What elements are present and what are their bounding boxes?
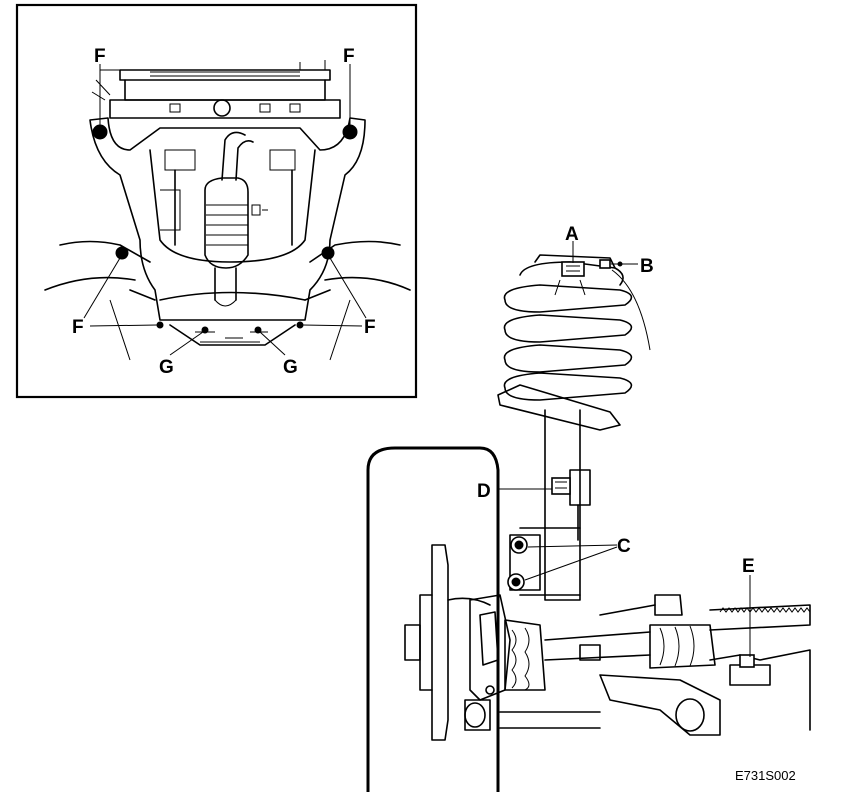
strut-top-mount	[534, 254, 651, 351]
coil-spring	[503, 261, 633, 401]
subframe-inset: F F F F G G	[15, 3, 418, 399]
tire-outline	[366, 446, 500, 792]
bolt-f-mid-right	[321, 246, 335, 260]
callout-e: E	[742, 556, 755, 577]
main-leader-lines	[497, 241, 751, 657]
bolt-f-lower-right	[296, 321, 304, 329]
top-mount-nut-a	[561, 261, 585, 277]
callout-f-upper-right: F	[343, 46, 355, 67]
brake-disc-hub	[404, 544, 491, 741]
steering-rack	[599, 594, 811, 731]
tie-rod-end-nut-e	[739, 654, 755, 668]
figure-code: E731S002	[735, 768, 796, 783]
callout-a: A	[565, 224, 579, 245]
upper-crossmember	[91, 60, 341, 119]
callout-g-left: G	[159, 357, 174, 378]
bolt-g-left	[201, 326, 209, 334]
steering-knuckle	[464, 594, 511, 731]
bolt-f-upper-left	[92, 124, 108, 140]
strut	[507, 409, 591, 601]
lower-spring-seat	[497, 384, 621, 431]
callout-f-lower-left: F	[72, 317, 84, 338]
callout-f-upper-left: F	[94, 46, 106, 67]
bolt-f-mid-left	[115, 246, 129, 260]
lower-control-arm	[464, 674, 721, 736]
top-mount-nut-b	[599, 259, 611, 269]
bolt-f-upper-right	[342, 124, 358, 140]
strut-wheel-assembly: A B C D E	[366, 224, 811, 792]
bolt-g-right	[254, 326, 262, 334]
exhaust-catalyst	[204, 131, 254, 307]
inset-leader-lines	[83, 64, 367, 356]
callout-f-lower-right: F	[364, 317, 376, 338]
lower-arms	[44, 240, 411, 361]
callout-d: D	[477, 481, 491, 502]
callout-c: C	[617, 536, 631, 557]
bolt-f-lower-left	[156, 321, 164, 329]
drive-shaft	[504, 619, 716, 691]
callout-g-right: G	[283, 357, 298, 378]
callout-b: B	[640, 256, 654, 277]
front-subframe	[89, 117, 366, 346]
inset-frame	[15, 3, 418, 399]
